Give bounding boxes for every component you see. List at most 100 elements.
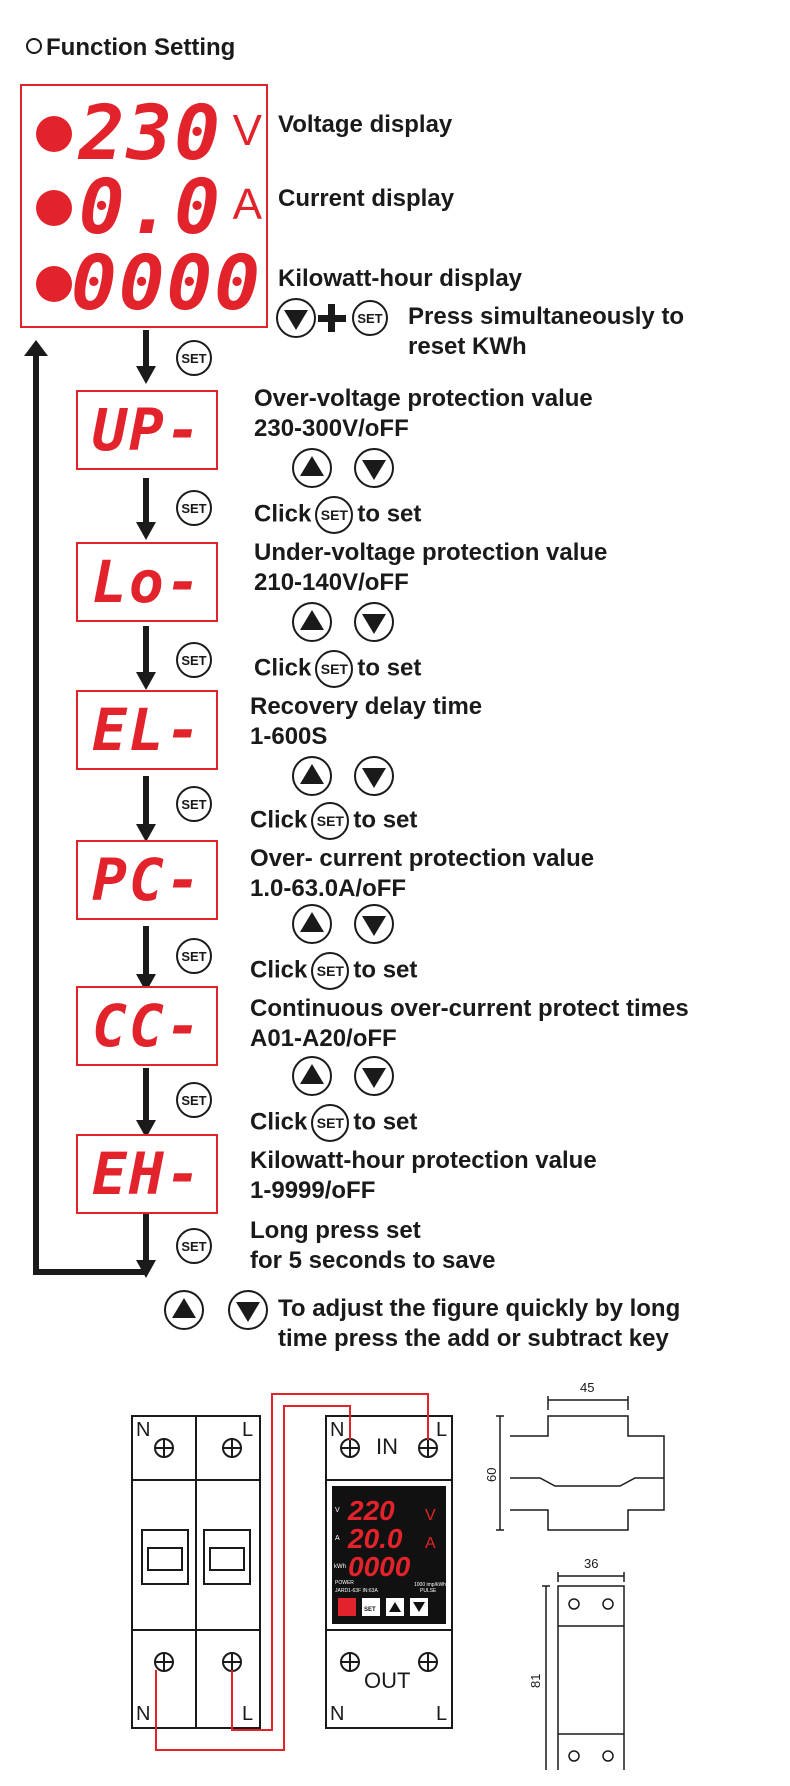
to-set-word: to set [357, 654, 422, 682]
click-word: Click [254, 500, 312, 528]
up-button[interactable] [292, 1056, 332, 1096]
breaker-top-l: L [242, 1419, 253, 1441]
bullet-icon [26, 38, 42, 54]
click-word: Click [250, 1108, 308, 1136]
circuit-breaker [131, 1415, 261, 1729]
down-button[interactable] [228, 1290, 268, 1330]
up-button[interactable] [292, 602, 332, 642]
step-code: PC- [92, 846, 203, 914]
set-button[interactable]: SET [311, 1104, 350, 1142]
step-cc-title: Continuous over-current protect times [250, 995, 689, 1022]
step-screen-up: UP- [76, 390, 218, 470]
step-eh-range: 1-9999/oFF [250, 1177, 376, 1204]
arrow-heads [136, 366, 156, 1278]
wires [155, 1393, 429, 1751]
set-button-5[interactable]: SET [176, 938, 212, 974]
mini-pulse-top: 1000 imp/kWh [414, 1582, 446, 1588]
up-arrow-icon [300, 912, 324, 932]
down-arrow-icon [284, 310, 308, 330]
step-up-range: 230-300V/oFF [254, 415, 409, 442]
up-arrow-icon [172, 1298, 196, 1318]
front-view-outline [542, 1572, 625, 1770]
side-view-outline [496, 1396, 665, 1531]
to-set-word: to set [357, 500, 422, 528]
down-button[interactable] [276, 298, 316, 338]
device-bot-n: N [330, 1703, 344, 1725]
breaker-bot-l: L [242, 1703, 253, 1725]
mini-up-icon [389, 1602, 401, 1612]
up-button[interactable] [292, 448, 332, 488]
kwh-label: Kilowatt-hour display [278, 265, 523, 292]
quick-line1: To adjust the figure quickly by long [278, 1295, 681, 1322]
step-code: CC- [92, 992, 203, 1060]
up-arrow-icon [300, 610, 324, 630]
step-screen-eh: EH- [76, 1134, 218, 1214]
mini-pulse: PULSE [420, 1588, 437, 1594]
set-button-7[interactable]: SET [176, 1228, 212, 1264]
save-line2: for 5 seconds to save [250, 1247, 496, 1274]
down-button[interactable] [354, 602, 394, 642]
voltage-value: 230 [78, 88, 222, 177]
step-up-title: Over-voltage protection value [254, 385, 593, 412]
click-word: Click [250, 806, 308, 834]
device-out: OUT [364, 1668, 410, 1693]
page-title: Function Setting [26, 34, 235, 62]
mini-current: 20.0 [347, 1523, 403, 1554]
current-indicator-icon [36, 190, 72, 226]
mini-power: POWER [335, 1580, 354, 1586]
device-top-n: N [330, 1419, 344, 1441]
dim-front-width: 36 [584, 1556, 598, 1571]
set-button[interactable]: SET [311, 802, 350, 840]
up-button[interactable] [292, 756, 332, 796]
up-button[interactable] [164, 1290, 204, 1330]
mini-set-button[interactable] [362, 1598, 380, 1616]
down-arrow-icon [362, 768, 386, 788]
set-button-3[interactable]: SET [176, 642, 212, 678]
up-button[interactable] [292, 904, 332, 944]
step-screen-pc: PC- [76, 840, 218, 920]
step-el-title: Recovery delay time [250, 693, 483, 720]
up-arrow-icon [300, 764, 324, 784]
dim-top-width: 45 [580, 1380, 594, 1395]
dim-front-height: 81 [528, 1674, 543, 1688]
set-button-1[interactable]: SET [176, 340, 212, 376]
set-button-4[interactable]: SET [176, 786, 212, 822]
device-in: IN [376, 1434, 398, 1459]
set-button[interactable]: SET [311, 952, 350, 990]
voltage-label: Voltage display [278, 111, 453, 138]
voltage-unit: V [232, 106, 262, 155]
up-arrow-icon [300, 456, 324, 476]
reset-line2: reset KWh [408, 333, 527, 360]
step-screen-lo: Lo- [76, 542, 218, 622]
down-button[interactable] [354, 904, 394, 944]
wiring-diagram: N L N L 220 20.0 0000 V A V A kWh POWER … [131, 1380, 665, 1770]
set-button[interactable]: SET [315, 496, 354, 534]
current-unit: A [232, 180, 262, 229]
mini-a-unit: A [425, 1535, 436, 1552]
voltage-row: 230 V [36, 88, 266, 177]
set-button-2[interactable]: SET [176, 490, 212, 526]
set-button[interactable]: SET [352, 300, 388, 336]
mini-power-button[interactable] [338, 1598, 356, 1616]
step-pc-title: Over- current protection value [250, 845, 595, 872]
step-el-range: 1-600S [250, 723, 328, 750]
step-lo-title: Under-voltage protection value [254, 539, 608, 566]
mini-voltage: 220 [347, 1495, 395, 1526]
mini-a: A [335, 1535, 340, 1542]
down-button[interactable] [354, 1056, 394, 1096]
down-arrow-icon [362, 916, 386, 936]
main-display: 230 V 0.0 A 0000 [20, 84, 268, 328]
down-button[interactable] [354, 448, 394, 488]
down-button[interactable] [354, 756, 394, 796]
to-set-word: to set [353, 956, 418, 984]
set-button-6[interactable]: SET [176, 1082, 212, 1118]
set-button[interactable]: SET [315, 650, 354, 688]
step-cc-range: A01-A20/oFF [250, 1025, 397, 1052]
mini-kw: kWh [334, 1564, 346, 1570]
dim-side-height: 60 [484, 1468, 499, 1482]
quick-line2: time press the add or subtract key [278, 1325, 669, 1352]
